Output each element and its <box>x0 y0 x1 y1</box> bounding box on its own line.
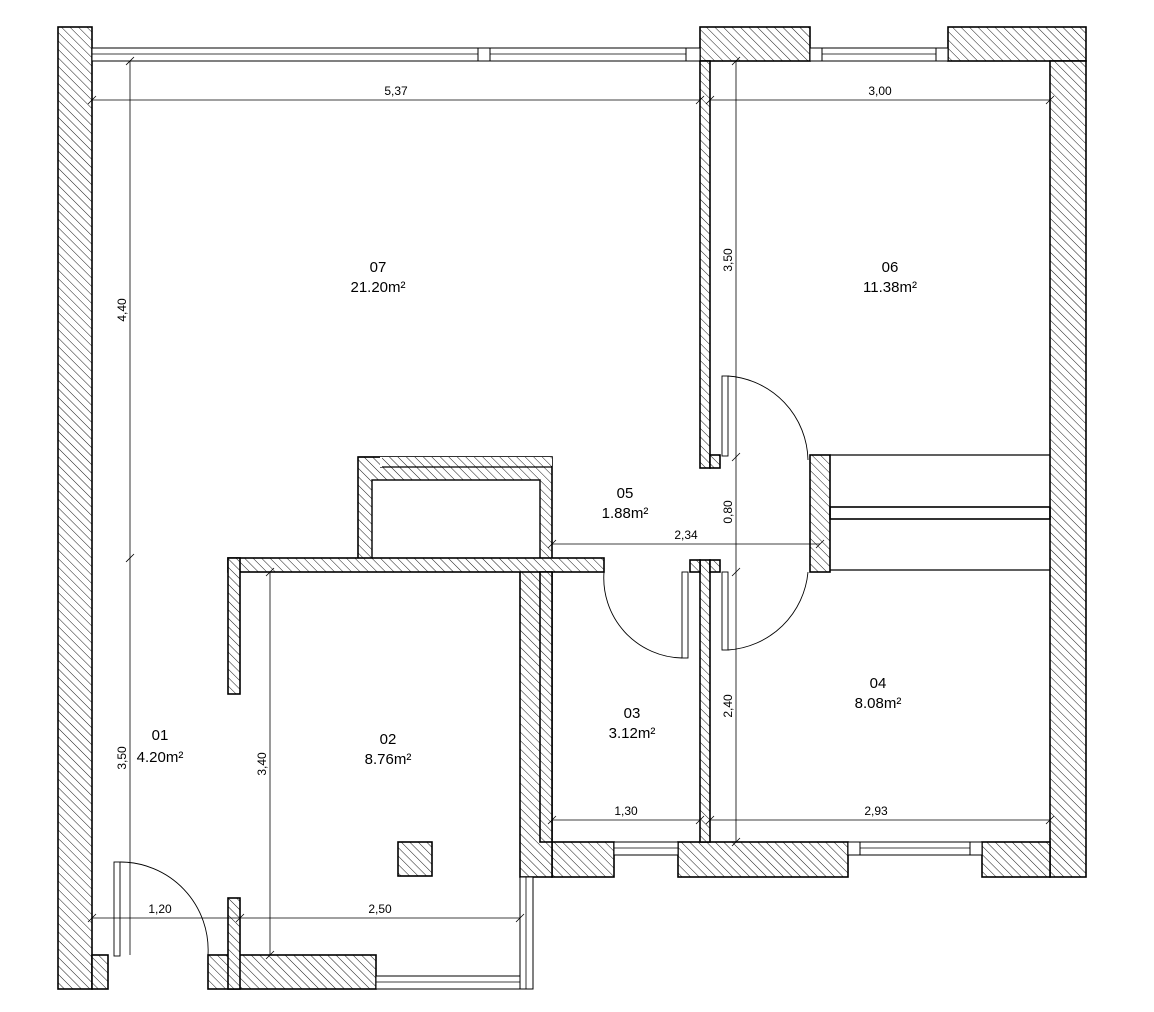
wall-02-left-lower <box>227 897 241 990</box>
room-02-area: 8.76m² <box>365 751 412 768</box>
room-01-area: 4.20m² <box>137 749 184 766</box>
interior-walls <box>227 60 1051 990</box>
room-05-number: 05 <box>617 485 634 502</box>
room-07-area: 21.20m² <box>350 279 405 296</box>
dim-room04-width: 2,93 <box>864 804 888 818</box>
room-05-area: 1.88m² <box>602 505 649 522</box>
door-06-swing <box>727 375 809 461</box>
door-03-swing <box>603 571 683 659</box>
window-bottom-02 <box>375 975 521 990</box>
dim-room01-height: 3,50 <box>115 746 129 770</box>
dim-room03-width: 1,30 <box>614 804 638 818</box>
window-bottom-03 <box>613 841 679 856</box>
dim-room06-height: 3,50 <box>721 248 735 272</box>
room-04-number: 04 <box>870 675 887 692</box>
wall-06-hall <box>809 454 831 573</box>
dim-room07-width: 5,37 <box>384 84 408 98</box>
room-03-number: 03 <box>624 705 641 722</box>
wall-top-middle <box>699 26 811 62</box>
room-labels: 07 21.20m² 06 11.38m² 05 1.88m² 04 8.08m… <box>137 259 917 768</box>
dimension-lines <box>87 56 1055 960</box>
wall-02-left-upper <box>227 557 241 695</box>
dimension-labels: 5,37 3,00 4,40 3,50 0,80 2,34 2,40 1,30 … <box>115 84 892 916</box>
room-06-area: 11.38m² <box>863 279 917 296</box>
door-04-leaf <box>721 571 729 651</box>
window-top-left <box>91 47 701 62</box>
dim-hall-width: 0,80 <box>721 500 735 524</box>
window-bottom-04 <box>847 841 983 856</box>
door-entry-leaf <box>113 861 121 957</box>
wall-top-right <box>947 26 1087 62</box>
window-side-02 <box>519 876 534 990</box>
wall-bottom-left <box>91 954 109 990</box>
door-03-leaf <box>681 571 689 659</box>
dim-room02-height: 3,40 <box>255 752 269 776</box>
door-entry-swing <box>119 861 209 956</box>
wall-03-04 <box>699 559 711 843</box>
door-06-leaf <box>721 375 729 457</box>
room-06-number: 06 <box>882 259 899 276</box>
dim-room06-width: 3,00 <box>868 84 892 98</box>
dim-room01-width: 1,20 <box>148 902 172 916</box>
room-04-area: 8.08m² <box>855 695 902 712</box>
dim-room02-width: 2,50 <box>368 902 392 916</box>
room-03-area: 3.12m² <box>609 725 656 742</box>
room-01-number: 01 <box>152 727 169 744</box>
wall-bottom-right-a <box>981 841 1051 878</box>
window-top-right <box>809 47 949 62</box>
wall-right <box>1049 60 1087 878</box>
dim-room07-height: 4,40 <box>115 298 129 322</box>
dim-room04-height: 2,40 <box>721 694 735 718</box>
exterior-walls <box>57 26 1087 990</box>
wall-bottom-right-b <box>677 841 849 878</box>
door-04-swing <box>727 571 809 651</box>
room-07-number: 07 <box>370 259 387 276</box>
wall-bottom-mid <box>551 841 615 878</box>
dim-corridor-length: 2,34 <box>674 528 698 542</box>
wall-03-left <box>539 571 553 843</box>
doors <box>113 375 809 957</box>
wall-02-top <box>227 557 605 573</box>
column <box>397 841 433 877</box>
wall-07-06 <box>699 60 711 469</box>
windows <box>91 47 983 990</box>
wall-left <box>57 26 93 990</box>
room-02-number: 02 <box>380 731 397 748</box>
